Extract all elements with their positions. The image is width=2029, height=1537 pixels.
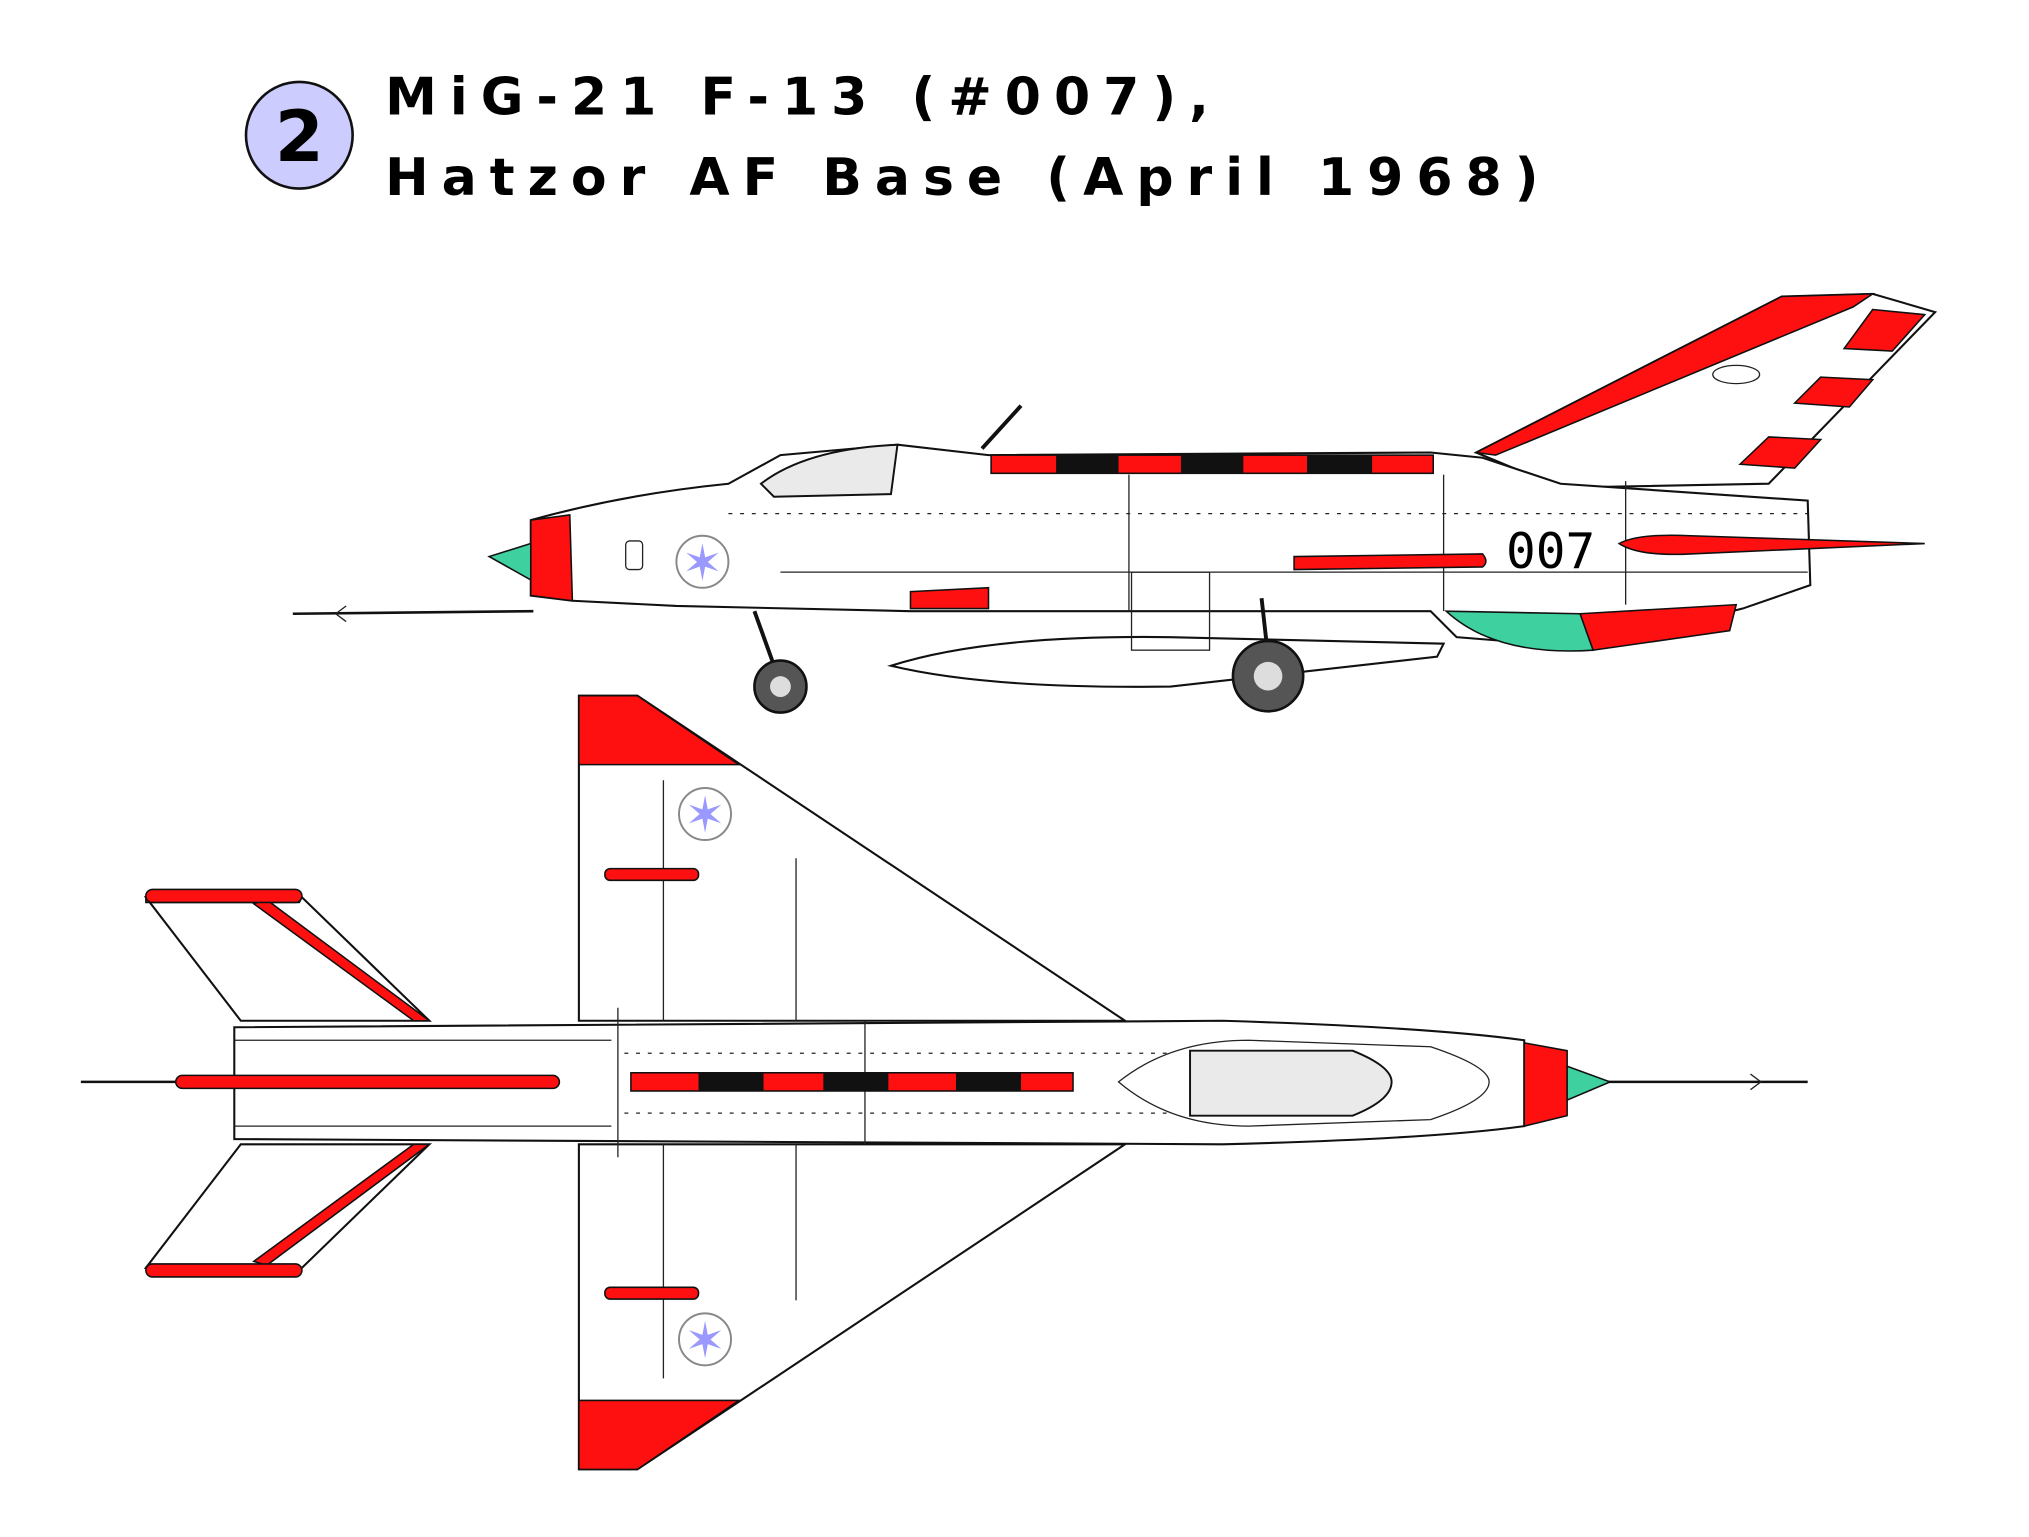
title-line-1: MiG-21 F-13 (#007),	[385, 67, 1222, 127]
canopy	[759, 443, 899, 498]
nose-cone-side	[487, 542, 532, 582]
side-view: ✶ 007	[292, 292, 1938, 714]
canopy-top	[1189, 1049, 1393, 1117]
pitot-probe	[292, 609, 534, 616]
nose-ring-side	[529, 514, 574, 602]
header: 2 MiG-21 F-13 (#007), Hatzor AF Base (Ap…	[244, 67, 1551, 208]
drop-tank-side	[887, 635, 1446, 688]
svg-text:✶: ✶	[682, 534, 723, 592]
number-badge	[244, 80, 354, 190]
nose-ring-top	[1523, 1041, 1568, 1128]
roundel-top-wing: ✶	[678, 786, 733, 844]
top-view: ✶ ✶	[80, 694, 1808, 1471]
nose-cone-top	[1566, 1065, 1613, 1102]
svg-text:✶: ✶	[684, 786, 725, 844]
roundel-side: ✶	[675, 534, 730, 592]
badge-number: 2	[275, 96, 324, 178]
roundel-bottom-wing: ✶	[678, 1312, 733, 1370]
svg-text:✶: ✶	[684, 1312, 725, 1370]
title-line-2: Hatzor AF Base (April 1968)	[385, 148, 1551, 208]
serial-number: 007	[1506, 522, 1595, 580]
